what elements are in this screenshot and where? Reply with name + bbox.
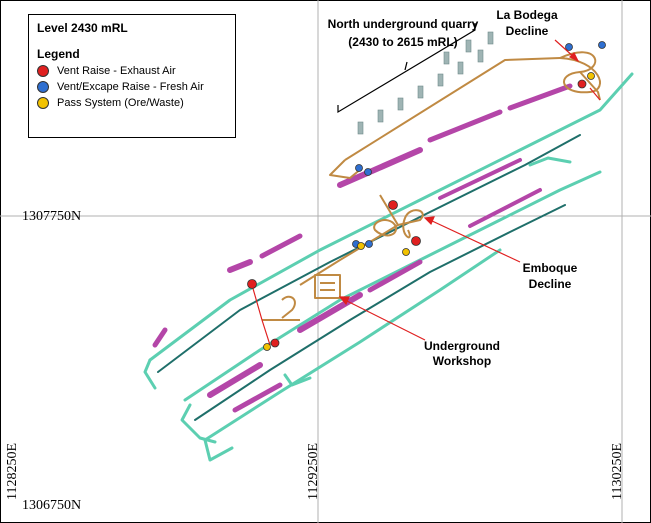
legend-level-title: Level 2430 mRL xyxy=(37,21,128,35)
north-quarry-bracket xyxy=(337,23,476,114)
annotation-arrows xyxy=(338,39,580,341)
stope-3 xyxy=(337,147,423,188)
north-quarry-bracket-tick xyxy=(404,61,408,71)
fresh-air-raise-marker xyxy=(598,41,606,49)
la-bodega-connector xyxy=(579,71,601,101)
workshop-arrow xyxy=(344,299,426,341)
exhaust-raise-marker xyxy=(247,279,257,289)
workshop-arrowhead xyxy=(338,296,350,306)
drive-south-parallel xyxy=(194,204,566,421)
drive-south-outer xyxy=(203,248,502,442)
stope-12 xyxy=(468,188,542,228)
stope-5 xyxy=(507,83,573,111)
workshop-label: Underground xyxy=(424,339,500,353)
la-bodega-label: La Bodega xyxy=(496,8,558,22)
stope-2 xyxy=(259,233,303,259)
legend-box: Level 2430 mRL Legend Vent Raise - Exhau… xyxy=(28,14,236,138)
vent-raise-link-east xyxy=(589,87,601,101)
pass-system-marker xyxy=(402,248,410,256)
drive-west-end xyxy=(143,358,157,390)
legend-item-fresh-air: Vent/Excape Raise - Fresh Air xyxy=(37,81,227,93)
pass-system-marker xyxy=(357,242,365,250)
north-quarry-range: (2430 to 2615 mRL) xyxy=(348,35,457,49)
stope-10 xyxy=(232,382,283,413)
stope-8 xyxy=(367,259,423,293)
exhaust-raise-marker xyxy=(411,236,421,246)
la-bodega-arrowhead xyxy=(568,51,580,63)
yellow-dot-icon xyxy=(37,97,49,109)
drive-southwest-loop xyxy=(180,403,217,444)
blue-dot-icon xyxy=(37,81,49,93)
fresh-air-raise-marker xyxy=(565,43,573,51)
easting-label-right: 1130250E xyxy=(610,443,625,500)
workshop-name-label: Workshop xyxy=(433,354,491,368)
stope-7 xyxy=(297,292,363,333)
underground-workshop-layout xyxy=(314,274,341,299)
drive-southwest-tail xyxy=(203,438,234,462)
decline-network xyxy=(262,51,601,321)
legend-item-label: Pass System (Ore/Waste) xyxy=(57,97,184,109)
drive-workshop-spur xyxy=(283,373,312,387)
emboque-decline-spiral xyxy=(373,219,397,237)
emboque-label: Emboque xyxy=(523,261,578,275)
quarry-stope-markers xyxy=(357,31,494,135)
legend-item-label: Vent/Excape Raise - Fresh Air xyxy=(57,81,204,93)
fresh-air-raise-marker xyxy=(365,240,373,248)
stope-4 xyxy=(427,109,503,143)
stopes xyxy=(152,83,573,413)
stope-1 xyxy=(227,259,253,273)
exhaust-raise-marker xyxy=(270,338,280,348)
north-quarry-label: North underground quarry xyxy=(328,17,479,31)
emboque-decline-label: Decline xyxy=(529,277,572,291)
fresh-air-raise-marker xyxy=(355,164,363,172)
stope-6 xyxy=(152,327,168,348)
exhaust-raise-marker xyxy=(577,79,587,89)
quarry-portal-loop xyxy=(329,159,363,179)
drive-east-spur xyxy=(528,156,572,167)
emboque-arrowhead xyxy=(423,216,435,226)
la-bodega-decline-label: Decline xyxy=(506,24,549,38)
quarry-access-drive xyxy=(344,57,561,161)
workshop-access-loop xyxy=(281,295,296,319)
easting-label-left: 1128250E xyxy=(5,443,20,500)
vent-raise-lines xyxy=(251,87,601,346)
access-drives xyxy=(143,72,634,462)
northing-label-top: 1307750N xyxy=(22,209,81,224)
stope-11 xyxy=(438,158,522,200)
pass-system-marker xyxy=(587,72,595,80)
legend-heading: Legend xyxy=(37,47,80,61)
fresh-air-raise-marker xyxy=(364,168,372,176)
easting-label-mid: 1129250E xyxy=(306,443,321,500)
decline-link-west xyxy=(299,224,399,286)
legend-item-label: Vent Raise - Exhaust Air xyxy=(57,65,176,77)
vent-raise-link-west xyxy=(251,284,271,346)
emboque-arrow xyxy=(429,219,521,263)
northing-label-bottom: 1306750N xyxy=(22,498,81,513)
pass-system-marker xyxy=(263,343,271,351)
red-dot-icon xyxy=(37,65,49,77)
vent-and-pass-markers xyxy=(247,41,606,351)
la-bodega-decline-loop xyxy=(559,51,601,94)
emboque-decline-loop xyxy=(379,194,424,239)
stope-9 xyxy=(207,362,263,398)
legend-item-pass-system: Pass System (Ore/Waste) xyxy=(37,97,227,109)
legend-item-exhaust: Vent Raise - Exhaust Air xyxy=(37,65,227,77)
exhaust-raise-marker xyxy=(388,200,398,210)
drive-north-main xyxy=(148,72,634,362)
